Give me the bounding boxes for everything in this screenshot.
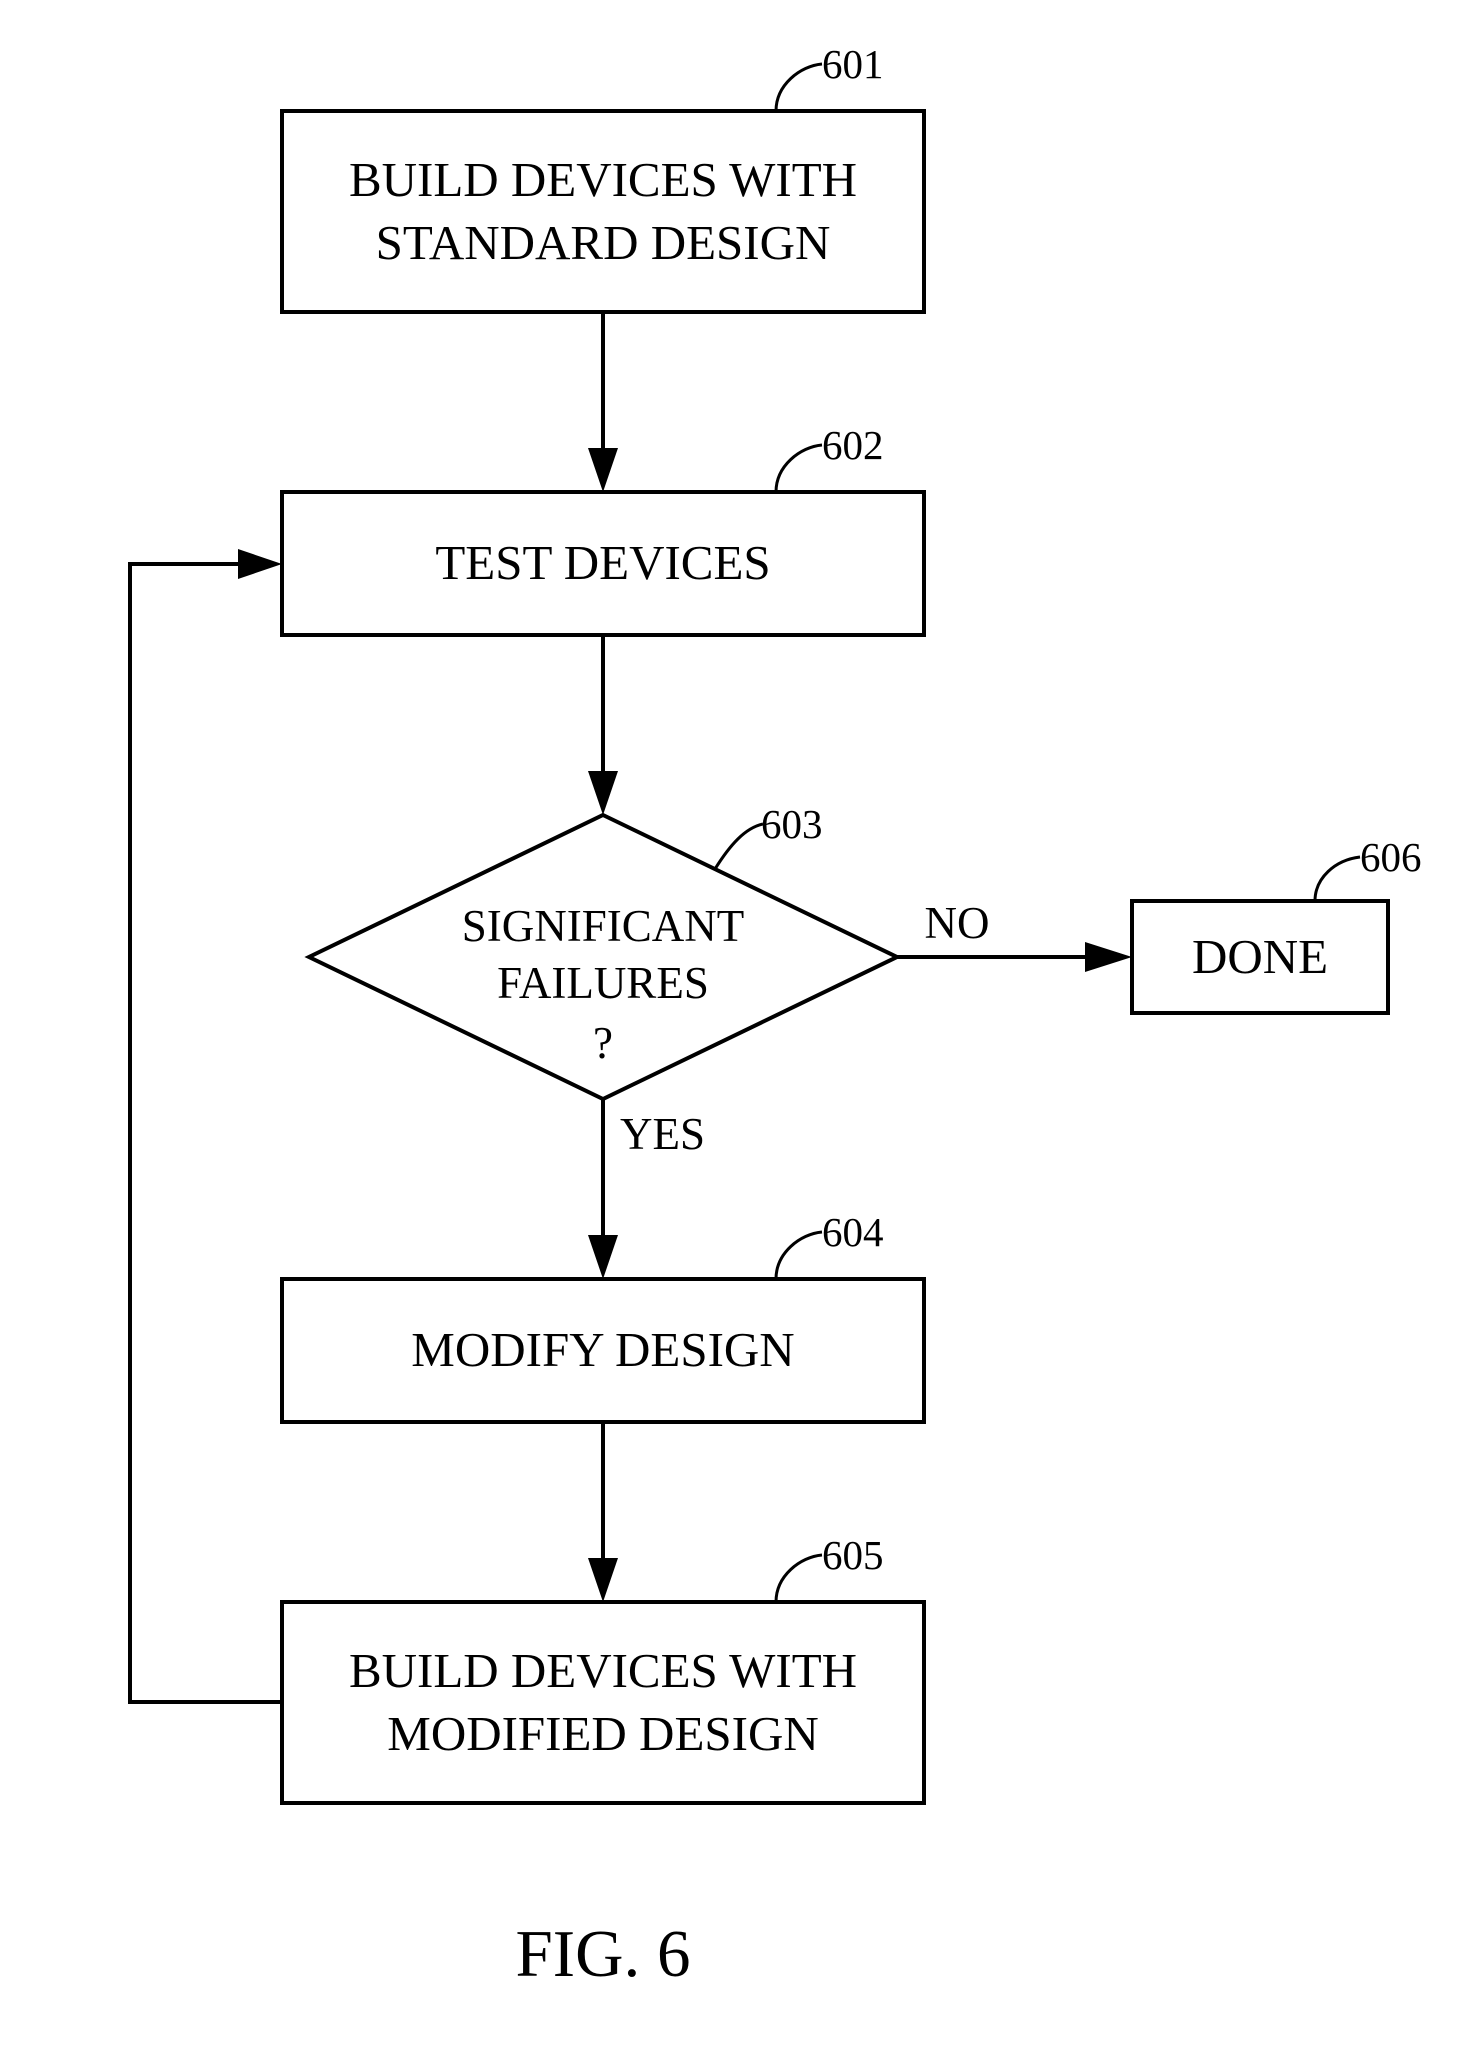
arrow-603-to-606: NO	[897, 898, 1132, 972]
decision-diamond-603: SIGNIFICANT FAILURES ?	[309, 815, 897, 1099]
box-602-line-1: TEST DEVICES	[435, 535, 770, 590]
process-box-602: TEST DEVICES	[282, 492, 924, 635]
box-604-line-1: MODIFY DESIGN	[411, 1322, 794, 1377]
arrow-602-to-603	[588, 635, 618, 815]
decision-603-line-3: ?	[593, 1018, 613, 1068]
arrow-604-to-605	[588, 1422, 618, 1602]
box-605-line-2: MODIFIED DESIGN	[387, 1706, 818, 1761]
ref-label-606: 606	[1360, 834, 1422, 880]
figure-caption: FIG. 6	[516, 1917, 691, 1991]
ref-label-602: 602	[822, 422, 884, 468]
process-box-604: MODIFY DESIGN	[282, 1279, 924, 1422]
ref-label-604: 604	[822, 1209, 884, 1255]
ref-603: 603	[715, 801, 823, 869]
arrow-605-to-602-loop	[130, 549, 282, 1702]
box-601-line-1: BUILD DEVICES WITH	[349, 152, 857, 207]
decision-603-line-1: SIGNIFICANT	[462, 901, 745, 951]
ref-606: 606	[1315, 834, 1422, 901]
box-605-line-1: BUILD DEVICES WITH	[349, 1643, 857, 1698]
decision-603-line-2: FAILURES	[497, 958, 709, 1008]
ref-605: 605	[776, 1532, 884, 1602]
arrow-603-to-604: YES	[588, 1099, 705, 1279]
box-606-line-1: DONE	[1192, 929, 1328, 984]
ref-601: 601	[776, 41, 884, 111]
ref-604: 604	[776, 1209, 884, 1279]
process-box-605: BUILD DEVICES WITH MODIFIED DESIGN	[282, 1602, 924, 1803]
no-label: NO	[925, 898, 990, 948]
arrow-601-to-602	[588, 312, 618, 492]
ref-label-601: 601	[822, 41, 884, 87]
yes-label: YES	[620, 1109, 705, 1159]
box-601-line-2: STANDARD DESIGN	[376, 215, 831, 270]
ref-label-603: 603	[761, 801, 823, 847]
ref-602: 602	[776, 422, 884, 492]
ref-label-605: 605	[822, 1532, 884, 1578]
process-box-601: BUILD DEVICES WITH STANDARD DESIGN	[282, 111, 924, 312]
terminal-box-606: DONE	[1132, 901, 1388, 1013]
